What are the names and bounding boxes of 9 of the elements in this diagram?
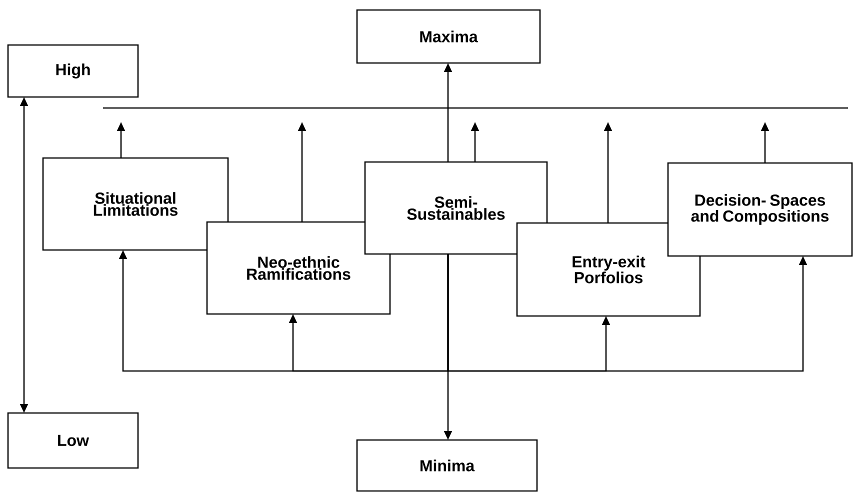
label-box: High bbox=[7, 44, 139, 98]
label-box: Entry-exit Porfolios bbox=[516, 222, 701, 317]
label-box: Neo-ethnic Ramifications bbox=[206, 221, 391, 315]
label-box: Minima bbox=[356, 439, 538, 492]
label-box: Low bbox=[7, 412, 139, 469]
label-box: Situational Limitations bbox=[42, 157, 229, 251]
label-box: Semi- Sustainables bbox=[364, 161, 548, 255]
label-box: Decision- Spaces and Compositions bbox=[667, 162, 853, 257]
label-box: Maxima bbox=[356, 9, 541, 64]
